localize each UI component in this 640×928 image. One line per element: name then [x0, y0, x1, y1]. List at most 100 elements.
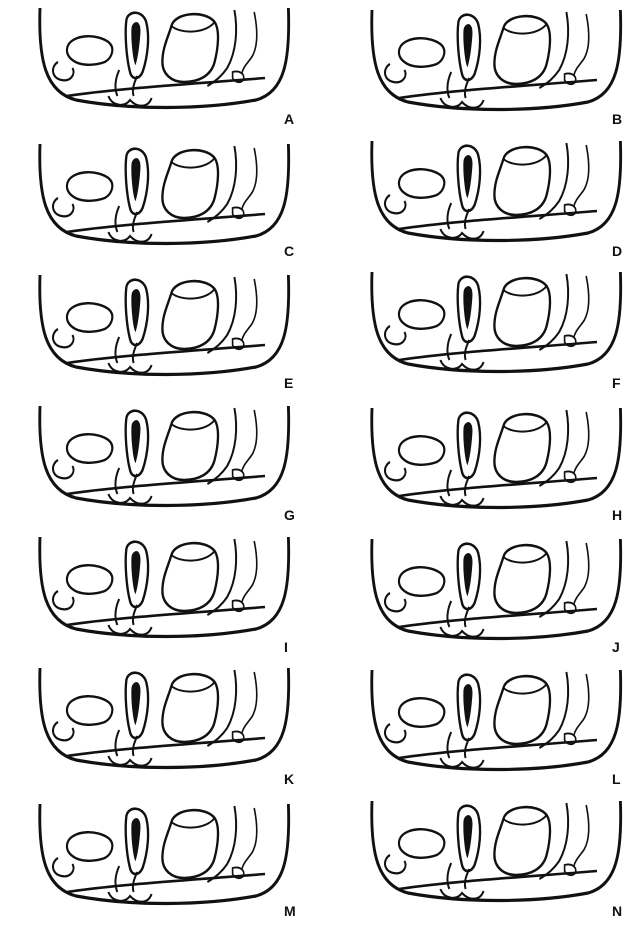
pelvic-cross-section-c — [22, 136, 310, 268]
panel-label: A — [284, 112, 294, 126]
rectum-shape — [162, 412, 218, 480]
anterior-loop — [385, 855, 406, 873]
rectum-shape — [494, 16, 550, 84]
uterine-cavity — [464, 286, 472, 328]
vaginal-canal — [115, 206, 119, 232]
rectum-shape — [162, 674, 218, 742]
diagram-panel-i: I — [0, 528, 320, 660]
uterine-cavity — [464, 155, 472, 197]
anterior-loop — [385, 724, 406, 742]
bladder-shape — [67, 36, 112, 65]
pelvic-cross-section-n — [354, 793, 640, 925]
vaginal-canal — [447, 732, 451, 758]
bladder-shape — [67, 832, 112, 861]
uterine-cavity — [132, 420, 140, 462]
uterine-cavity — [132, 22, 140, 64]
rectum-shape — [494, 676, 550, 744]
anterior-loop — [53, 62, 74, 80]
perineal-body — [440, 98, 483, 108]
perineal-body — [108, 232, 151, 242]
diagram-panel-k: K — [0, 660, 320, 792]
perineal-body — [108, 625, 151, 635]
bladder-shape — [399, 38, 444, 67]
diagram-panel-d: D — [320, 132, 640, 264]
perineal-body — [440, 496, 483, 506]
pelvic-cross-section-f — [354, 264, 640, 396]
rectum-shape — [494, 278, 550, 346]
perineal-body — [108, 892, 151, 902]
vaginal-canal — [447, 203, 451, 229]
diagram-panel-c: C — [0, 132, 320, 264]
uterine-cavity — [132, 818, 140, 860]
diagram-panel-g: G — [0, 396, 320, 528]
panel-label: D — [612, 244, 622, 258]
anterior-loop — [53, 722, 74, 740]
panel-label: L — [612, 772, 621, 786]
panel-label: K — [284, 772, 294, 786]
uterine-cavity — [464, 815, 472, 857]
pelvic-cross-section-j — [354, 531, 640, 663]
anterior-loop — [385, 326, 406, 344]
diagram-panel-b: B — [320, 0, 640, 132]
bladder-shape — [399, 300, 444, 329]
pelvic-cross-section-e — [22, 267, 310, 399]
vaginal-canal — [115, 337, 119, 363]
bladder-shape — [67, 303, 112, 332]
anterior-loop — [53, 329, 74, 347]
vaginal-canal — [115, 468, 119, 494]
pelvic-cross-section-l — [354, 662, 640, 794]
perineal-body — [440, 360, 483, 370]
bladder-shape — [399, 436, 444, 465]
rectum-shape — [494, 414, 550, 482]
bladder-shape — [67, 172, 112, 201]
vaginal-canal — [447, 601, 451, 627]
pelvic-cross-section-i — [22, 529, 310, 661]
vaginal-canal — [447, 72, 451, 98]
diagram-panel-j: J — [320, 528, 640, 660]
perineal-body — [108, 96, 151, 106]
pelvic-cross-section-g — [22, 398, 310, 530]
uterine-cavity — [132, 682, 140, 724]
vaginal-canal — [115, 730, 119, 756]
pelvic-cross-section-b — [354, 2, 640, 134]
perineal-body — [108, 756, 151, 766]
panel-label: B — [612, 112, 622, 126]
anterior-loop — [53, 591, 74, 609]
panel-label: M — [284, 904, 296, 918]
pelvic-cross-section-d — [354, 133, 640, 265]
pelvic-cross-section-m — [22, 796, 310, 928]
uterine-cavity — [464, 684, 472, 726]
diagram-panel-n: N — [320, 792, 640, 924]
anterior-loop — [385, 593, 406, 611]
vaginal-canal — [115, 599, 119, 625]
uterine-cavity — [132, 158, 140, 200]
diagram-panel-m: M — [0, 792, 320, 924]
rectum-shape — [494, 807, 550, 875]
vaginal-canal — [447, 334, 451, 360]
vaginal-canal — [115, 866, 119, 892]
bladder-shape — [67, 696, 112, 725]
bladder-shape — [67, 565, 112, 594]
rectum-shape — [162, 810, 218, 878]
uterine-cavity — [464, 24, 472, 66]
perineal-body — [108, 494, 151, 504]
diagram-panel-e: E — [0, 264, 320, 396]
perineal-body — [440, 229, 483, 239]
uterine-cavity — [464, 422, 472, 464]
panel-label: J — [612, 640, 620, 654]
anterior-loop — [53, 858, 74, 876]
anterior-loop — [385, 462, 406, 480]
diagram-panel-f: F — [320, 264, 640, 396]
anterior-loop — [385, 64, 406, 82]
pelvic-cross-section-a — [22, 0, 310, 132]
anterior-loop — [53, 198, 74, 216]
uterine-cavity — [464, 553, 472, 595]
vaginal-canal — [447, 863, 451, 889]
bladder-shape — [399, 567, 444, 596]
diagram-panel-h: H — [320, 396, 640, 528]
vaginal-canal — [447, 470, 451, 496]
diagram-panel-a: A — [0, 0, 320, 132]
rectum-shape — [162, 543, 218, 611]
panel-label: N — [612, 904, 622, 918]
panel-label: G — [284, 508, 295, 522]
